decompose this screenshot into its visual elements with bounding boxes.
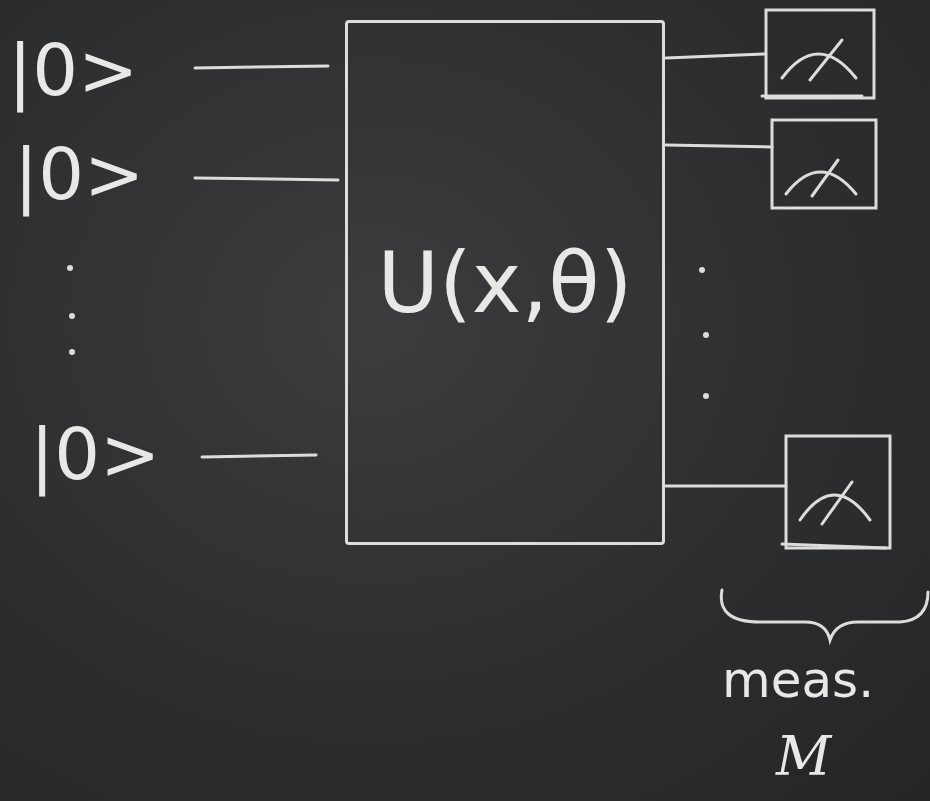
ellipsis-dot	[703, 393, 709, 399]
ellipsis-dot	[703, 332, 709, 338]
output-wire	[666, 54, 765, 58]
input-wire	[202, 455, 316, 457]
input-wire	[195, 66, 328, 68]
measurement-meter	[782, 436, 890, 548]
gate-label: U(x,θ)	[378, 241, 633, 325]
unitary-box: U(x,θ)	[345, 20, 665, 545]
measurement-meter	[762, 10, 874, 98]
measurement-meter	[772, 120, 876, 208]
brace	[721, 590, 928, 640]
output-wire	[666, 485, 786, 488]
ellipsis-dot	[69, 313, 75, 319]
ellipsis-dot	[699, 267, 705, 273]
annotation-text: meas.	[722, 655, 874, 705]
ellipsis-dot	[67, 265, 73, 271]
ket-label: |0>	[30, 418, 160, 490]
output-wire	[666, 145, 772, 147]
ket-label: |0>	[14, 138, 144, 210]
ket-label: |0>	[8, 34, 138, 106]
ellipsis-dot	[69, 349, 75, 355]
input-wire	[195, 178, 338, 180]
measurement-symbol: M	[776, 730, 831, 784]
